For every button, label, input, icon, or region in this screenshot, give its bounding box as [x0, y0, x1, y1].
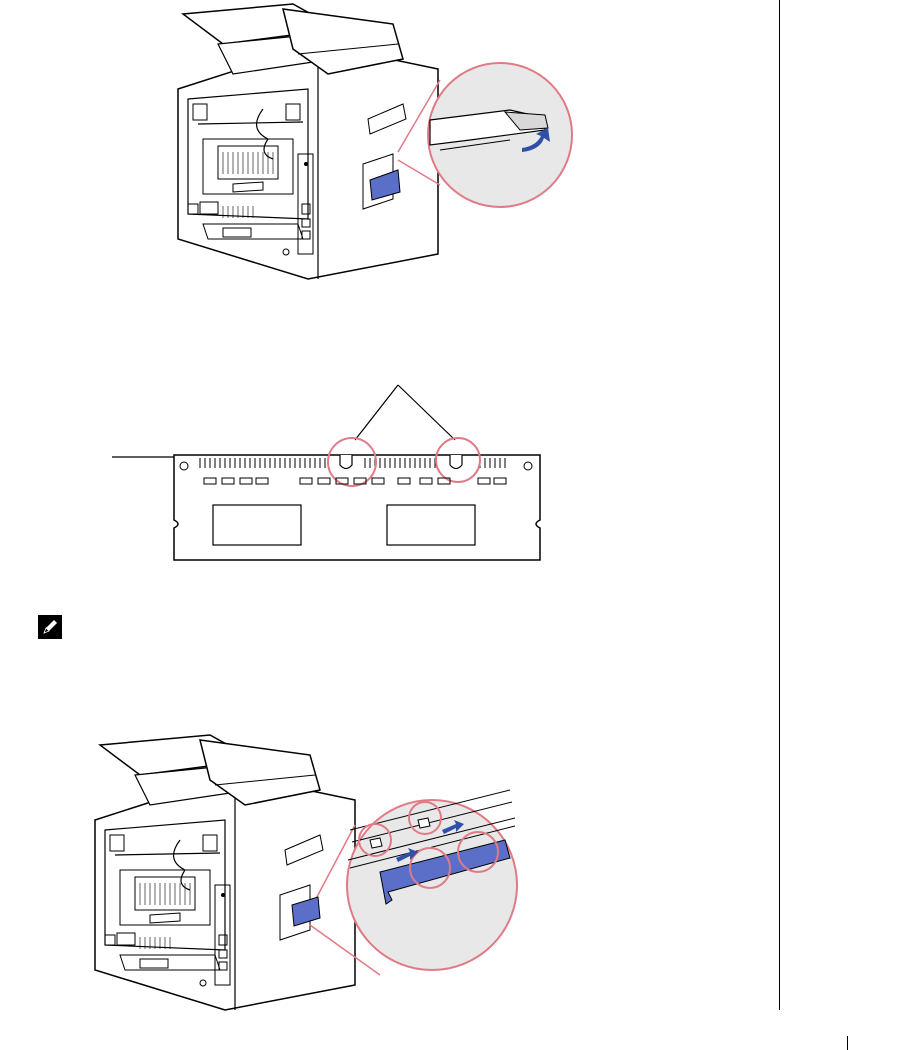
figure-memory-module	[112, 385, 540, 560]
figure-open-latch	[178, 4, 572, 279]
figure-insert-memory	[95, 735, 517, 1010]
printer-illustration-2	[95, 735, 355, 1010]
memory-insert-zoom-icon	[347, 800, 517, 970]
notch-callout-lines	[355, 385, 455, 440]
memory-module-icon	[174, 455, 540, 560]
pencil-note-icon	[38, 615, 62, 639]
printer-illustration	[178, 4, 438, 279]
